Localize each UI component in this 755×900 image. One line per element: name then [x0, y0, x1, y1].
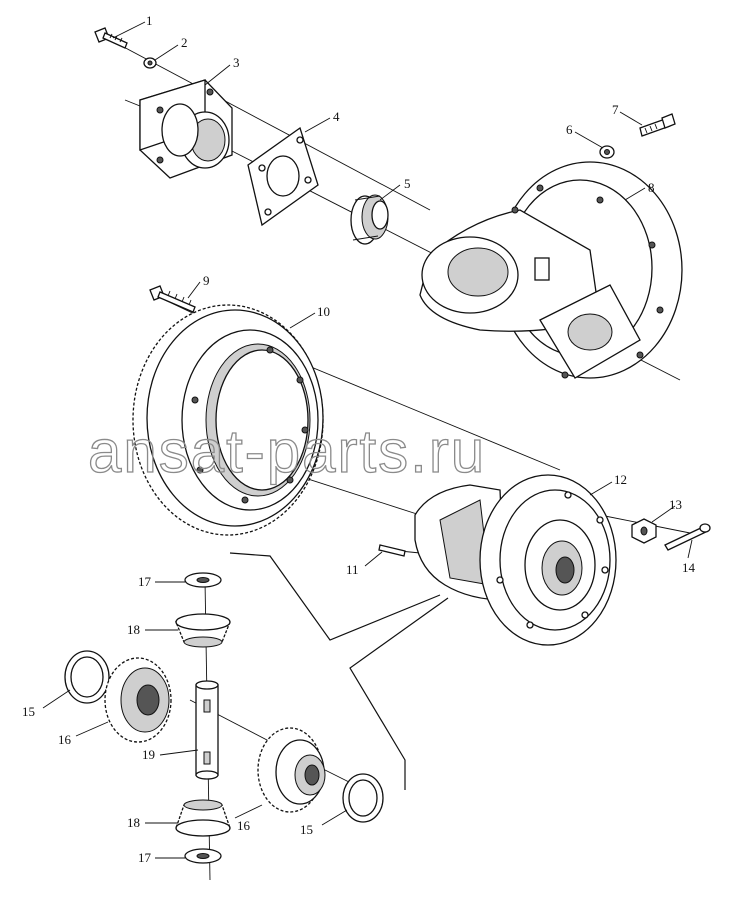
callout-numbers: 1 2 3 4 5 6 7 8 9 10 11 12 13 14 15 15 1…: [22, 13, 696, 865]
part-2-washer: [143, 57, 157, 69]
callout-17-top: 17: [138, 574, 152, 589]
part-14-cotter-pin: [664, 523, 711, 551]
part-18-pinion-gear-bottom: [175, 799, 231, 837]
callout-2: 2: [181, 35, 188, 50]
callout-3: 3: [233, 55, 240, 70]
part-15-thrust-washer-right: [342, 773, 384, 823]
part-18-pinion-gear-top: [175, 613, 231, 648]
callout-18-bottom: 18: [127, 815, 140, 830]
part-9-bolt: [149, 285, 196, 313]
callout-16-right: 16: [237, 818, 251, 833]
part-7-bolt: [639, 113, 676, 137]
callout-13: 13: [669, 497, 682, 512]
callout-17-bottom: 17: [138, 850, 152, 865]
part-16-side-gear-right: [257, 727, 326, 813]
callout-19: 19: [142, 747, 155, 762]
callout-6: 6: [566, 122, 573, 137]
callout-14: 14: [682, 560, 696, 575]
callout-15-left: 15: [22, 704, 35, 719]
part-5-bearing: [350, 194, 389, 245]
part-4-gasket: [247, 126, 319, 227]
leader-lines: [42, 21, 693, 859]
part-15-thrust-washer-left: [64, 650, 110, 704]
callout-15-right: 15: [300, 822, 313, 837]
callout-9: 9: [203, 273, 210, 288]
part-12-differential-case: [414, 474, 617, 646]
part-8-carrier-housing: [419, 161, 683, 379]
part-3-bearing-housing: [124, 79, 233, 179]
part-11-pin: [378, 544, 406, 557]
part-16-side-gear-left: [104, 657, 172, 743]
part-17-washer-bottom: [184, 848, 222, 864]
callout-11: 11: [346, 562, 359, 577]
part-17-washer-top: [184, 572, 222, 588]
part-13-nut: [631, 518, 657, 544]
watermark-text: ansat-parts.ru: [88, 418, 486, 485]
callout-16-left: 16: [58, 732, 72, 747]
part-6-washer: [599, 145, 615, 159]
part-19-cross-shaft: [195, 680, 219, 780]
part-10-ring-gear: [132, 304, 324, 536]
callout-8: 8: [648, 180, 655, 195]
callout-1: 1: [146, 13, 153, 28]
callout-18-top: 18: [127, 622, 140, 637]
callout-10: 10: [317, 304, 330, 319]
callout-4: 4: [333, 109, 340, 124]
part-1-bolt: [94, 27, 128, 49]
callout-7: 7: [612, 102, 619, 117]
callout-5: 5: [404, 176, 411, 191]
callout-12: 12: [614, 472, 627, 487]
